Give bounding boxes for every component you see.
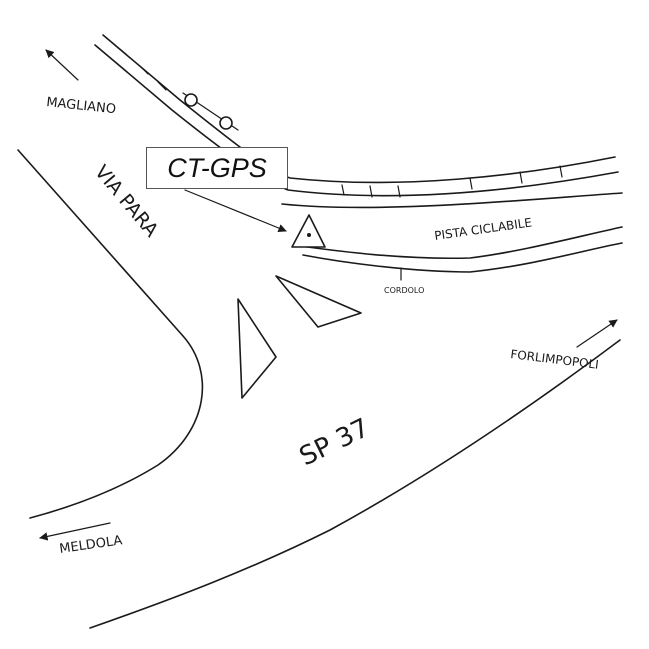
magliano-label: MAGLIANO [46, 95, 117, 117]
meldola-arrow-icon [39, 522, 111, 541]
via-para-left-edge [17, 149, 204, 519]
cordolo-label: CORDOLO [384, 286, 424, 295]
cordolo-curb-upper [299, 226, 623, 260]
ct-gps-pointer-arrow [184, 189, 287, 233]
signal-post [182, 92, 239, 131]
bike-path-outer-edge [102, 34, 616, 184]
traffic-island-upper [275, 275, 362, 328]
bike-path-middle-line [94, 44, 619, 197]
sp37-lower-edge [89, 339, 621, 629]
sensor-warning-triangle-icon [291, 214, 326, 248]
ct-gps-label: CT-GPS [167, 152, 267, 183]
cordolo-curb-lower [302, 242, 623, 273]
magliano-arrow-icon [45, 49, 79, 81]
bike-path-inner-line [281, 192, 623, 209]
forlimpopoli-arrow-icon [576, 319, 618, 348]
ct-gps-callout-box: CT-GPS [146, 147, 288, 189]
traffic-island-lower [237, 298, 277, 399]
